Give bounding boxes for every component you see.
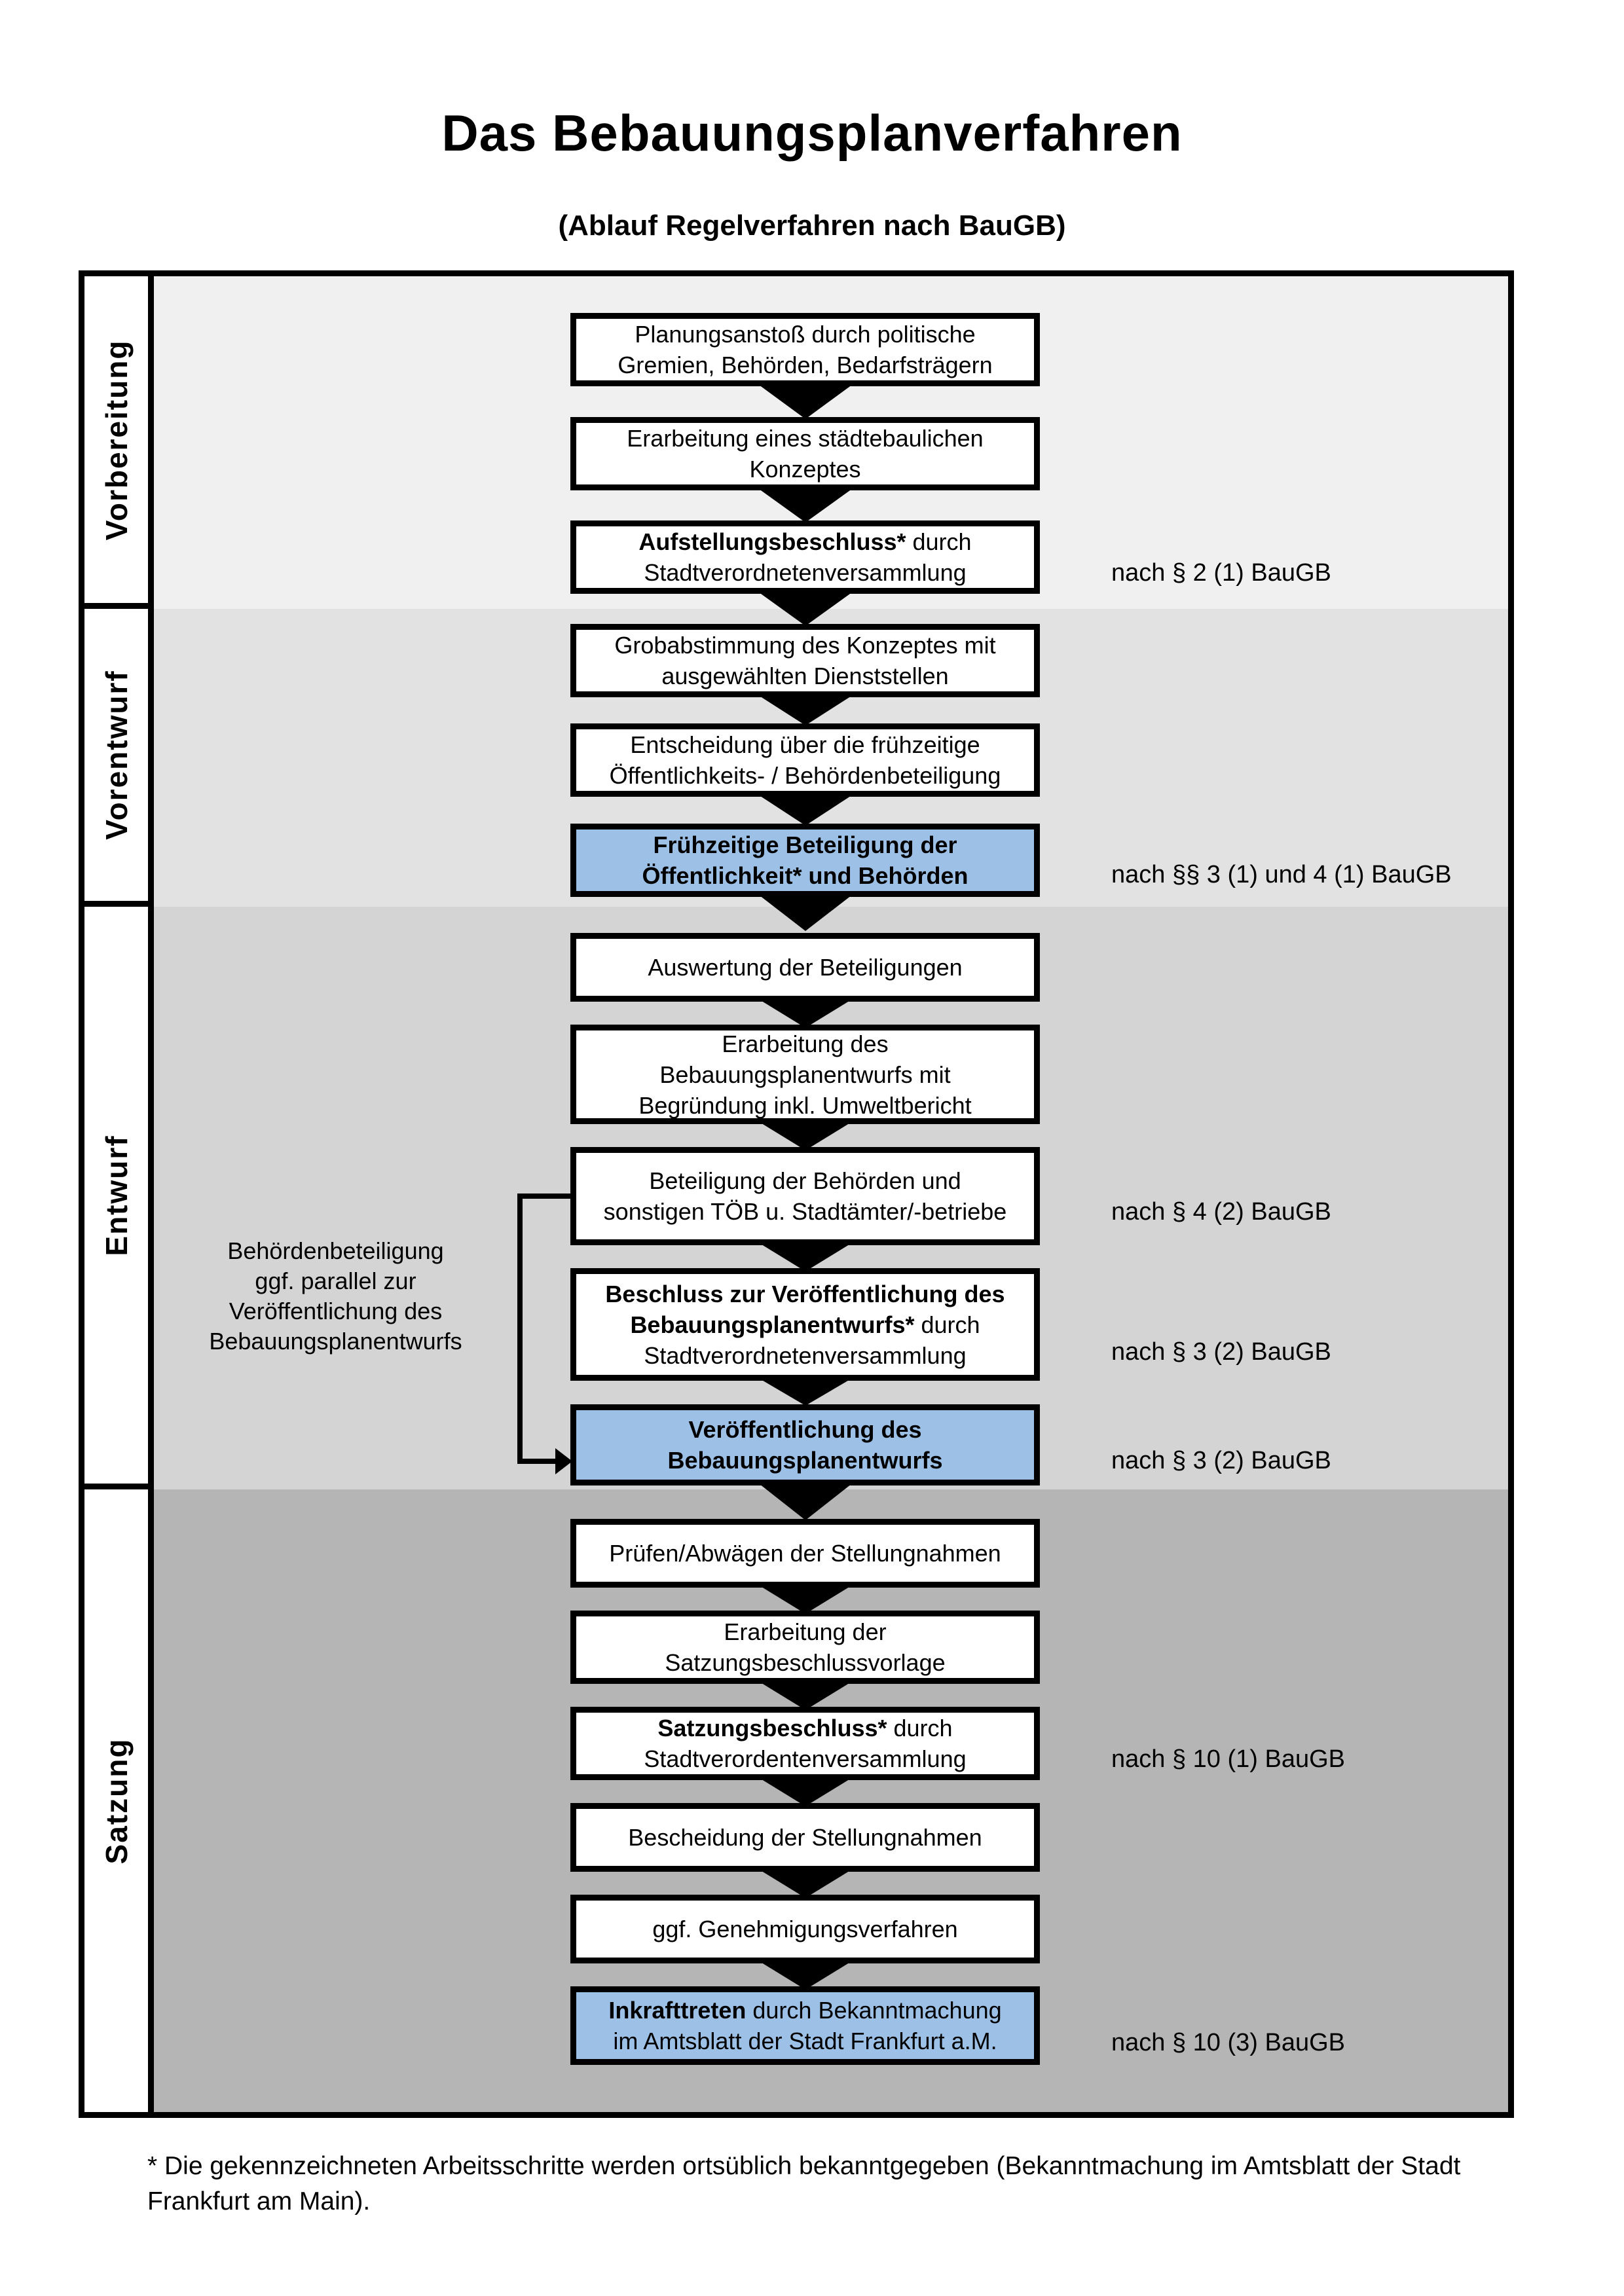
box-line: im Amtsblatt der Stadt Frankfurt a.M. bbox=[613, 2028, 997, 2054]
box-line: Entscheidung über die frühzeitige bbox=[630, 731, 980, 758]
box-line: Bebauungsplanentwurfs* durch bbox=[630, 1311, 980, 1338]
section-label-entwurf: Entwurf bbox=[99, 1134, 134, 1256]
page-subtitle: (Ablauf Regelverfahren nach BauGB) bbox=[558, 210, 1066, 242]
flow-box-fruehzeitige-beteiligung: Frühzeitige Beteiligung der Öffentlichke… bbox=[570, 824, 1040, 897]
down-arrow-icon bbox=[756, 591, 855, 626]
law-annotation: nach § 10 (1) BauGB bbox=[1111, 1745, 1345, 1773]
flow-box-satzungsbeschlussvorlage: Erarbeitung der Satzungsbeschlussvorlage bbox=[570, 1611, 1040, 1684]
law-annotation: nach § 3 (2) BauGB bbox=[1111, 1447, 1331, 1474]
down-arrow-icon bbox=[756, 998, 855, 1028]
flow-box-grobabstimmung: Grobabstimmung des Konzeptes mit ausgewä… bbox=[570, 624, 1040, 697]
side-note-line: ggf. parallel zur bbox=[255, 1267, 416, 1294]
down-arrow-icon bbox=[756, 1868, 855, 1898]
footnote-line: Frankfurt am Main). bbox=[147, 2187, 371, 2215]
bracket-line bbox=[517, 1194, 570, 1199]
down-arrow-icon bbox=[756, 1776, 855, 1806]
side-note-line: Behördenbeteiligung bbox=[227, 1237, 444, 1264]
box-line: Stadtverordentenversammlung bbox=[644, 1745, 967, 1772]
section-label-vorbereitung: Vorbereitung bbox=[99, 339, 134, 540]
box-line: Grobabstimmung des Konzeptes mit bbox=[614, 632, 996, 659]
box-line: Beschluss zur Veröffentlichung des bbox=[605, 1280, 1005, 1307]
section-cell-vorbereitung: Vorbereitung bbox=[84, 276, 154, 609]
box-line: Bebauungsplanentwurfs mit bbox=[659, 1061, 951, 1088]
flow-box-planungsanstoss: Planungsanstoß durch politische Gremien,… bbox=[570, 313, 1040, 386]
box-line: sonstigen TÖB u. Stadtämter/-betriebe bbox=[603, 1198, 1007, 1225]
section-cell-satzung: Satzung bbox=[84, 1489, 154, 2112]
side-note-line: Veröffentlichung des bbox=[229, 1298, 443, 1324]
box-line: Beteiligung der Behörden und bbox=[649, 1167, 961, 1194]
law-annotation: nach § 10 (3) BauGB bbox=[1111, 2029, 1345, 2056]
page-title: Das Bebauungsplanverfahren bbox=[441, 104, 1183, 162]
box-line: Begründung inkl. Umweltbericht bbox=[638, 1091, 972, 1119]
box-line: Bescheidung der Stellungnahmen bbox=[628, 1824, 982, 1851]
box-line: ausgewählten Dienststellen bbox=[661, 663, 949, 689]
flow-box-inkrafttreten: Inkrafttreten durch Bekanntmachung im Am… bbox=[570, 1986, 1040, 2065]
down-arrow-icon bbox=[756, 1959, 855, 1990]
flow-box-staedtebauliches-konzept: Erarbeitung eines städtebaulichen Konzep… bbox=[570, 417, 1040, 490]
box-line: Frühzeitige Beteiligung der bbox=[653, 831, 957, 858]
section-cell-entwurf: Entwurf bbox=[84, 907, 154, 1489]
box-line: Aufstellungsbeschluss* durch bbox=[638, 528, 972, 555]
box-line: Öffentlichkeits- / Behördenbeteiligung bbox=[609, 762, 1001, 789]
down-arrow-icon bbox=[756, 487, 855, 522]
down-arrow-icon bbox=[756, 1680, 855, 1710]
box-line: Erarbeitung der bbox=[724, 1618, 887, 1645]
footnote: * Die gekennzeichneten Arbeitsschritte w… bbox=[147, 2149, 1562, 2219]
box-line: Öffentlichkeit* und Behörden bbox=[642, 862, 969, 889]
down-arrow-icon bbox=[756, 1584, 855, 1614]
flow-box-genehmigungsverfahren: ggf. Genehmigungsverfahren bbox=[570, 1895, 1040, 1963]
down-arrow-icon bbox=[756, 1241, 855, 1271]
box-line: Stadtverordnetenversammlung bbox=[644, 1341, 967, 1369]
bracket-line bbox=[517, 1459, 557, 1464]
section-label-vorentwurf: Vorentwurf bbox=[99, 670, 134, 840]
flow-box-auswertung: Auswertung der Beteiligungen bbox=[570, 933, 1040, 1002]
flow-box-erarbeitung-entwurf: Erarbeitung des Bebauungsplanentwurfs mi… bbox=[570, 1025, 1040, 1124]
down-arrow-icon bbox=[756, 1482, 855, 1520]
law-annotation: nach § 2 (1) BauGB bbox=[1111, 559, 1331, 587]
flow-box-bescheidung: Bescheidung der Stellungnahmen bbox=[570, 1803, 1040, 1872]
box-line: Bebauungsplanentwurfs bbox=[667, 1447, 943, 1474]
side-note: Behördenbeteiligung ggf. parallel zur Ve… bbox=[157, 1236, 514, 1357]
down-arrow-icon bbox=[756, 1120, 855, 1150]
down-arrow-icon bbox=[756, 383, 855, 419]
flow-box-pruefen-abwaegen: Prüfen/Abwägen der Stellungnahmen bbox=[570, 1519, 1040, 1588]
bracket-line bbox=[517, 1194, 523, 1464]
right-arrow-icon bbox=[555, 1448, 572, 1474]
flow-box-veroeffentlichung: Veröffentlichung des Bebauungsplanentwur… bbox=[570, 1404, 1040, 1485]
down-arrow-icon bbox=[756, 793, 855, 826]
footnote-line: * Die gekennzeichneten Arbeitsschritte w… bbox=[147, 2152, 1461, 2180]
law-annotation: nach § 3 (2) BauGB bbox=[1111, 1338, 1331, 1366]
section-cell-vorentwurf: Vorentwurf bbox=[84, 609, 154, 907]
law-annotation: nach §§ 3 (1) und 4 (1) BauGB bbox=[1111, 861, 1452, 888]
box-line: Konzeptes bbox=[749, 456, 861, 483]
down-arrow-icon bbox=[756, 893, 855, 931]
diagram-frame bbox=[79, 270, 1514, 2118]
flow-box-entscheidung-beteiligung: Entscheidung über die frühzeitige Öffent… bbox=[570, 723, 1040, 797]
flow-box-aufstellungsbeschluss: Aufstellungsbeschluss* durch Stadtverord… bbox=[570, 520, 1040, 594]
box-line: ggf. Genehmigungsverfahren bbox=[652, 1916, 958, 1942]
box-line: Erarbeitung des bbox=[722, 1030, 889, 1057]
box-line: Inkrafttreten durch Bekanntmachung bbox=[608, 1997, 1002, 2024]
law-annotation: nach § 4 (2) BauGB bbox=[1111, 1198, 1331, 1226]
box-line: Satzungsbeschluss* durch bbox=[657, 1715, 953, 1741]
section-label-satzung: Satzung bbox=[99, 1738, 134, 1864]
box-line: Gremien, Behörden, Bedarfsträgern bbox=[618, 352, 993, 378]
flow-box-satzungsbeschluss: Satzungsbeschluss* durch Stadtverordente… bbox=[570, 1707, 1040, 1780]
box-line: Satzungsbeschlussvorlage bbox=[665, 1649, 946, 1676]
box-line: Stadtverordnetenversammlung bbox=[644, 559, 967, 586]
down-arrow-icon bbox=[756, 694, 855, 725]
side-note-line: Bebauungsplanentwurfs bbox=[209, 1328, 462, 1355]
box-line: Erarbeitung eines städtebaulichen bbox=[627, 425, 984, 452]
box-line: Prüfen/Abwägen der Stellungnahmen bbox=[609, 1540, 1001, 1567]
box-line: Veröffentlichung des bbox=[688, 1416, 922, 1443]
flow-box-beschluss-veroeffentlichung: Beschluss zur Veröffentlichung des Bebau… bbox=[570, 1268, 1040, 1381]
box-line: Auswertung der Beteiligungen bbox=[648, 954, 963, 981]
down-arrow-icon bbox=[756, 1377, 855, 1406]
flow-box-beteiligung-behoerden: Beteiligung der Behörden und sonstigen T… bbox=[570, 1147, 1040, 1245]
box-line: Planungsanstoß durch politische bbox=[635, 321, 976, 348]
